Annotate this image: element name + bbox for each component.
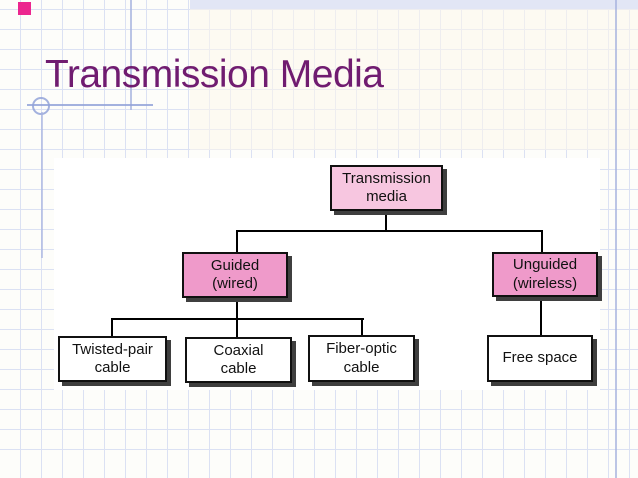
node-label: cable	[220, 360, 257, 377]
title-underline-decor	[27, 104, 153, 106]
connector-to-fiber-optic	[361, 318, 363, 335]
connector-level2-horizontal	[111, 318, 364, 320]
node-label: Unguided	[512, 256, 578, 274]
node-label: Free space	[502, 349, 578, 367]
node-label: cable	[343, 358, 380, 376]
accent-grid-line-right	[615, 0, 617, 478]
node-fiber-optic: Fiber-optic cable	[308, 335, 415, 382]
node-transmission-media: Transmission media	[330, 165, 443, 211]
top-lavender-band	[190, 0, 638, 9]
accent-grid-line-title	[130, 0, 132, 110]
node-label: Transmission	[342, 169, 431, 187]
connector-to-free-space	[540, 297, 542, 335]
node-label: Fiber-optic	[326, 340, 397, 358]
page-title: Transmission Media	[45, 53, 384, 96]
node-label: media	[366, 188, 407, 205]
node-guided: Guided (wired)	[182, 252, 288, 298]
node-label: (wired)	[212, 275, 258, 292]
connector-to-unguided	[541, 230, 543, 252]
connector-root-down	[385, 211, 387, 232]
node-label: Guided	[210, 256, 260, 274]
connector-guided-down	[236, 298, 238, 337]
connector-level1-horizontal	[236, 230, 543, 232]
bullet-square-decor	[18, 2, 31, 15]
compass-vertical-line-decor	[41, 112, 43, 258]
node-label: (wireless)	[512, 274, 578, 292]
connector-to-guided	[236, 230, 238, 252]
node-label: Twisted-pair	[72, 340, 153, 358]
cream-grid-region	[190, 9, 638, 150]
node-coaxial: Coaxial cable	[185, 337, 292, 383]
connector-to-twisted-pair	[111, 318, 113, 336]
node-label: Coaxial	[213, 341, 264, 359]
node-label: cable	[94, 359, 131, 376]
node-twisted-pair: Twisted-pair cable	[58, 336, 167, 382]
node-free-space: Free space	[487, 335, 593, 382]
node-unguided: Unguided (wireless)	[492, 252, 598, 297]
